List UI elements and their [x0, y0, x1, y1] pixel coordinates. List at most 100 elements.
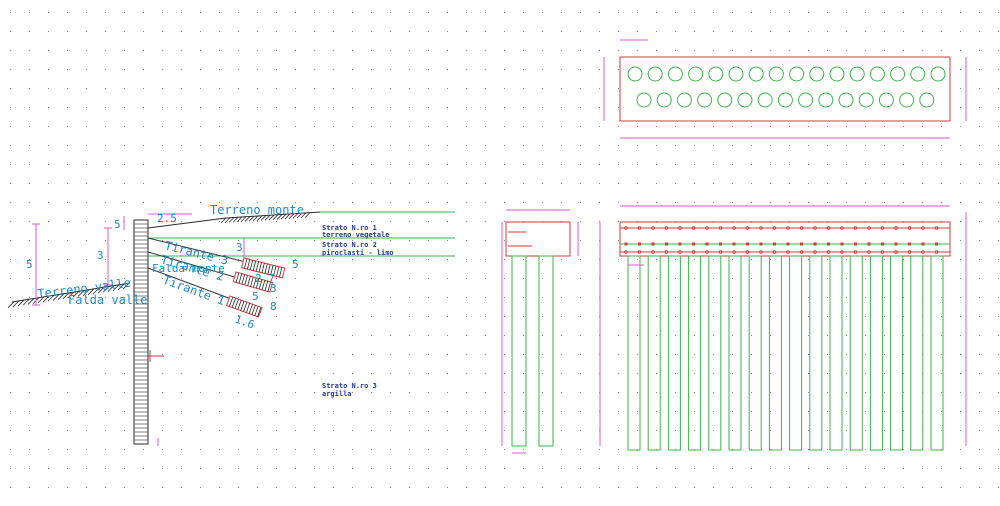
grid-dot [29, 88, 30, 89]
grid-dot [561, 183, 562, 184]
grid-dot [390, 69, 391, 70]
grid-dot [561, 449, 562, 450]
grid-dot [523, 145, 524, 146]
grid-dot [124, 316, 125, 317]
grid-dot [447, 392, 448, 393]
stud-square [692, 242, 695, 246]
dot-grid [10, 12, 999, 488]
grid-dot [637, 316, 638, 317]
grid-dot [257, 69, 258, 70]
pile-circle-bottom [858, 92, 874, 108]
hatch-mark [292, 213, 299, 219]
grid-dot [865, 183, 866, 184]
grid-dot [371, 145, 372, 146]
grid-dot [884, 373, 885, 374]
grid-dot [162, 31, 163, 32]
grid-dot [922, 164, 923, 165]
grid-dot [428, 259, 429, 260]
grid-dot [200, 164, 201, 165]
stud [799, 226, 804, 230]
grid-dot [941, 12, 942, 13]
stud [921, 226, 925, 230]
grid-dot [770, 183, 771, 184]
grid-dot [257, 373, 258, 374]
grid-dot [447, 145, 448, 146]
grid-dot [808, 297, 809, 298]
grid-dot [751, 278, 752, 279]
hatch-mark [22, 298, 30, 306]
grid-dot [504, 297, 505, 298]
grid-dot [865, 12, 866, 13]
grid-dot [789, 183, 790, 184]
stud-square [651, 242, 655, 246]
grid-dot [808, 411, 809, 412]
grid-dot [523, 88, 524, 89]
hatch-mark [57, 293, 65, 300]
grid-dot [276, 107, 277, 108]
grid-dot [67, 12, 68, 13]
grid-dot [10, 221, 11, 222]
grid-dot [67, 88, 68, 89]
grid-dot [903, 164, 904, 165]
grid-dot [960, 126, 961, 127]
grid-dot [884, 354, 885, 355]
grid-dot [637, 430, 638, 431]
grid-dot [105, 316, 106, 317]
grid-dot [561, 164, 562, 165]
grid-dot [884, 31, 885, 32]
grid-dot [637, 126, 638, 127]
stud-square [813, 242, 817, 246]
bulb-stripe [229, 296, 234, 307]
grid-dot [580, 126, 581, 127]
grid-dot [523, 373, 524, 374]
grid-dot [314, 297, 315, 298]
grid-dot [219, 12, 220, 13]
grid-dot [238, 468, 239, 469]
grid-dot [390, 430, 391, 431]
grid-dot [580, 107, 581, 108]
grid-dot [10, 107, 11, 108]
grid-dot [903, 430, 904, 431]
grid-dot [618, 411, 619, 412]
grid-dot [504, 183, 505, 184]
stud-square [665, 242, 668, 246]
grid-dot [903, 411, 904, 412]
grid-dot [979, 259, 980, 260]
grid-dot [276, 335, 277, 336]
grid-dot [352, 373, 353, 374]
grid-dot [276, 392, 277, 393]
grid-dot [219, 297, 220, 298]
grid-dot [371, 392, 372, 393]
grid-dot [732, 145, 733, 146]
grid-dot [713, 12, 714, 13]
grid-dot [29, 278, 30, 279]
grid-dot [10, 354, 11, 355]
pile-front [869, 255, 883, 451]
grid-dot [390, 183, 391, 184]
grid-dot [181, 335, 182, 336]
grid-dot [67, 259, 68, 260]
grid-dot [846, 392, 847, 393]
grid-dot [732, 297, 733, 298]
grid-dot [86, 430, 87, 431]
grid-dot [390, 449, 391, 450]
grid-dot [276, 183, 277, 184]
grid-dot [143, 50, 144, 51]
grid-dot [618, 164, 619, 165]
grid-dot [960, 107, 961, 108]
grid-dot [713, 145, 714, 146]
grid-dot [105, 468, 106, 469]
grid-dot [504, 221, 505, 222]
grid-dot [504, 411, 505, 412]
grid-dot [390, 487, 391, 488]
grid-dot [86, 411, 87, 412]
grid-dot [333, 31, 334, 32]
grid-dot [10, 316, 11, 317]
grid-dot [295, 126, 296, 127]
grid-dot [428, 468, 429, 469]
grid-dot [827, 297, 828, 298]
grid-dot [941, 126, 942, 127]
grid-dot [998, 202, 999, 203]
grid-dot [808, 183, 809, 184]
grid-dot [238, 259, 239, 260]
